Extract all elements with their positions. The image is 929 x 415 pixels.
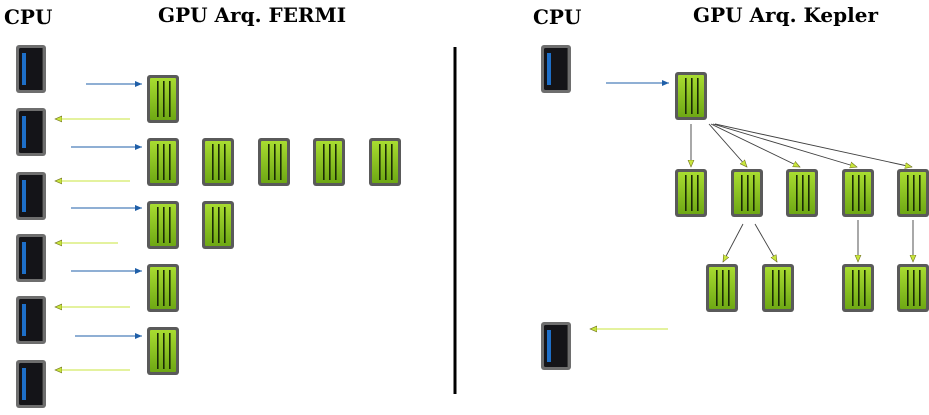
kepler-spawn-arrow-6: [722, 223, 744, 262]
fermi-gpu-chip-icon-r3-2: [202, 201, 234, 249]
kepler-gpu-chip-icon-parent: [675, 72, 707, 120]
gpu-fermi-title: GPU Arq. FERMI: [158, 3, 347, 27]
kepler-spawn-arrow-5: [714, 123, 912, 167]
chip-layer: [16, 45, 929, 408]
kepler-cpu-chip-icon-top: [541, 45, 571, 93]
fermi-cpu-chip-icon-1: [16, 45, 46, 93]
fermi-cpu-chip-icon-6: [16, 360, 46, 408]
fermi-gpu-chip-icon-r5: [147, 327, 179, 375]
fermi-gpu-chip-icon-r2-5: [369, 138, 401, 186]
kepler-spawn-arrow-2: [708, 123, 747, 167]
kepler-spawn-arrow-4: [712, 123, 857, 167]
kepler-gpu-chip-icon-grandchild-1: [706, 264, 738, 312]
fermi-gpu-chip-icon-r2-4: [313, 138, 345, 186]
fermi-gpu-chip-icon-r2-2: [202, 138, 234, 186]
cpu-title-left: CPU: [4, 5, 53, 29]
fermi-cpu-chip-icon-2: [16, 108, 46, 156]
kepler-gpu-chip-icon-grandchild-2: [762, 264, 794, 312]
gpu-kepler-title: GPU Arq. Kepler: [693, 3, 878, 27]
kepler-spawn-arrow-3: [710, 123, 800, 168]
kepler-gpu-chip-icon-child-5: [897, 169, 929, 217]
kepler-cpu-chip-icon-bottom: [541, 322, 571, 370]
fermi-gpu-chip-icon-r1: [147, 75, 179, 123]
kepler-gpu-chip-icon-grandchild-4: [897, 264, 929, 312]
fermi-gpu-chip-icon-r2-3: [258, 138, 290, 186]
kepler-gpu-chip-icon-grandchild-3: [842, 264, 874, 312]
fermi-cpu-chip-icon-5: [16, 296, 46, 344]
fermi-cpu-chip-icon-3: [16, 172, 46, 220]
fermi-gpu-chip-icon-r3-1: [147, 201, 179, 249]
fermi-cpu-chip-icon-4: [16, 234, 46, 282]
kepler-gpu-chip-icon-child-2: [731, 169, 763, 217]
fermi-gpu-chip-icon-r4: [147, 264, 179, 312]
fermi-gpu-chip-icon-r2-1: [147, 138, 179, 186]
kepler-gpu-chip-icon-child-4: [842, 169, 874, 217]
cpu-title-right: CPU: [533, 5, 582, 29]
kepler-gpu-chip-icon-child-1: [675, 169, 707, 217]
kepler-gpu-chip-icon-child-3: [786, 169, 818, 217]
connector-layer: [55, 47, 913, 394]
kepler-spawn-arrow-7: [754, 223, 778, 262]
